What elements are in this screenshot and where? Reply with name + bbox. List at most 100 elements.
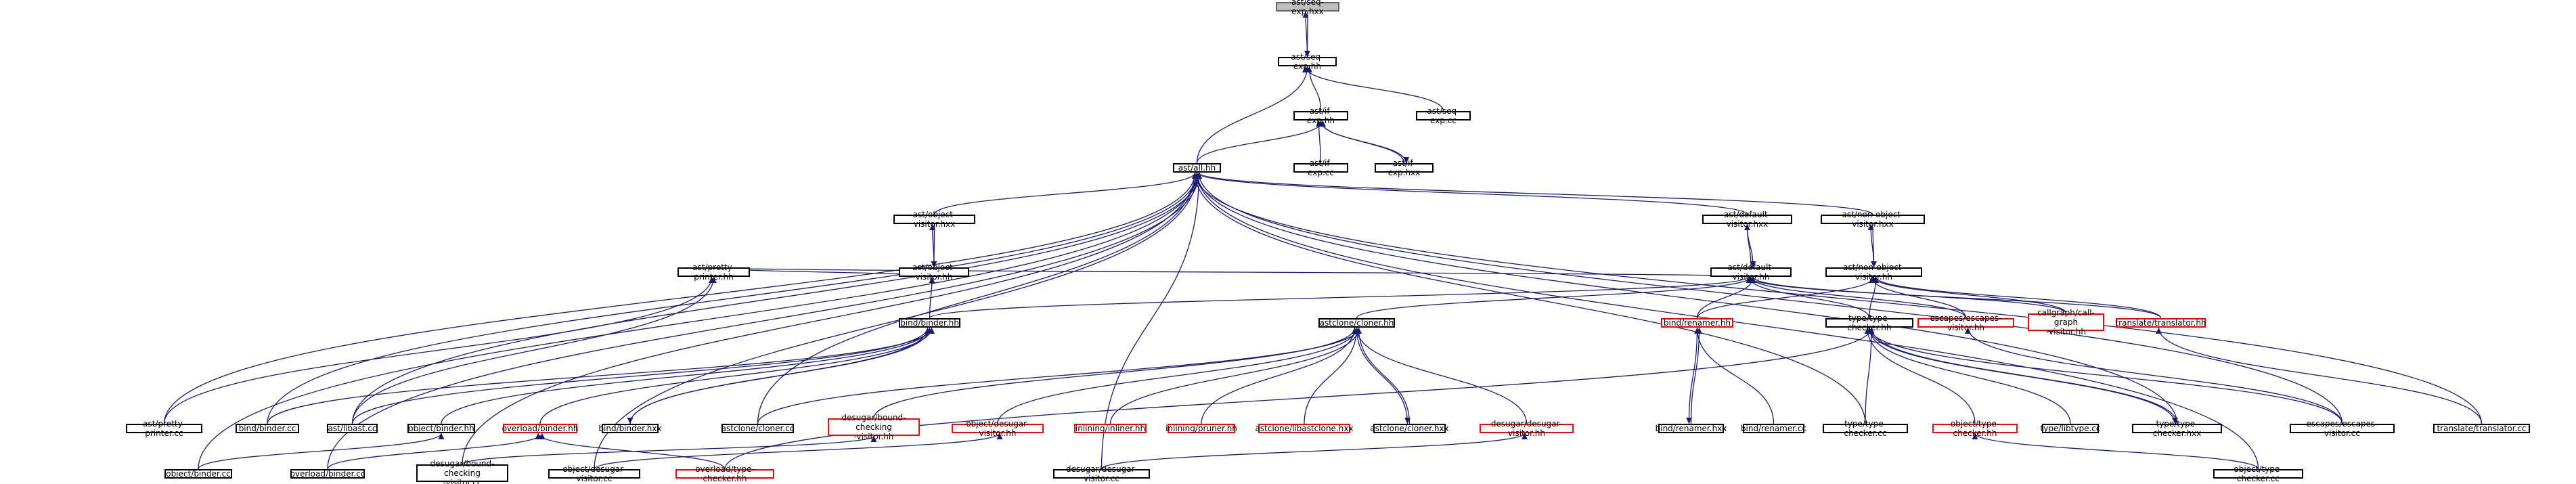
node-callgraph-call-graph-visitor-hh[interactable]: callgraph/call-graph -visitor.hh (2028, 308, 2104, 336)
edge-object_desugar_cc-to-all_hh (594, 172, 1201, 470)
node-type-type-checker-hxx[interactable]: type/type-checker.hxx (2132, 419, 2222, 438)
edge-overload_type_checker_hh-to-type_checker_hh (724, 327, 1875, 470)
edge-escapes_visitor_cc-to-all_hh (1196, 172, 2343, 424)
edge-pretty_printer_cc-to-all_hh (163, 172, 1198, 424)
node-ast-if-exp-hxx[interactable]: ast/if-exp.hxx (1375, 158, 1434, 177)
node-inlining-pruner-hh[interactable]: inlining/pruner.hh (1165, 424, 1237, 433)
node-bind-binder-hh[interactable]: bind/binder.hh (899, 318, 960, 328)
node-object-desugar-visitor-hh[interactable]: object/desugar-visitor.hh (952, 419, 1044, 438)
edge-libast_cc-to-binder_hh (351, 327, 931, 424)
edge-object_binder_cc-to-object_binder_hh (198, 433, 445, 470)
edge-object_binder_cc-to-all_hh (198, 172, 1200, 470)
node-ast-seq-exp-hxx[interactable]: ast/seq-exp.hxx (1276, 0, 1339, 16)
edge-binder_hh-to-binder_hxx (627, 327, 931, 424)
node-object-desugar-visitor-cc[interactable]: object/desugar-visitor.cc (548, 464, 640, 483)
edge-cloner_hh-to-cloner_hxx (1356, 327, 1411, 424)
node-bind-renamer-hh[interactable]: bind/renamer.hh (1661, 318, 1733, 328)
node-ast-object-visitor-hxx[interactable]: ast/object-visitor.hxx (893, 210, 975, 229)
node-ast-libast-cc[interactable]: ast/libast.cc (327, 424, 378, 433)
node-ast-default-visitor-hxx[interactable]: ast/default-visitor.hxx (1702, 210, 1792, 229)
node-ast-all-hh[interactable]: ast/all.hh (1173, 163, 1221, 173)
node-desugar-desugar-visitor-hh[interactable]: desugar/desugar-visitor.hh (1480, 419, 1574, 438)
edge-libast_cc-to-all_hh (351, 172, 1202, 424)
edge-object_binder_hh-to-binder_hh (441, 327, 933, 424)
edge-pretty_printer_cc-to-pretty_printer_hh (163, 276, 715, 424)
node-inlining-inliner-hh[interactable]: inlining/inliner.hh (1074, 424, 1147, 433)
edge-translator_cc-to-all_hh (1192, 172, 2483, 424)
edge-all_hh-to-seq_exp_hh (1196, 66, 1311, 164)
node-ast-non-object-visitor-hh[interactable]: ast/non-object-visitor.hh (1825, 263, 1922, 282)
node-object-binder-cc[interactable]: object/binder.cc (164, 469, 232, 479)
node-escapes-escapes-visitor-hh[interactable]: escapes/escapes-visitor.hh (1917, 313, 2014, 332)
node-ast-seq-exp-cc[interactable]: ast/seq-exp.cc (1416, 106, 1471, 125)
edge-inliner_hh-to-cloner_hh (1109, 327, 1362, 424)
edge-bound_checking_cc-to-bound_checking_hh (462, 435, 877, 465)
node-desugar-bound-checking-visitor-cc[interactable]: desugar/bound-checking -visitor.cc (416, 459, 508, 484)
edge-object_type_checker_cc-to-object_type_checker_hh (1972, 433, 2259, 470)
node-type-type-checker-cc[interactable]: type/type-checker.cc (1823, 419, 1908, 438)
node-type-type-checker-hh[interactable]: type/type-checker.hh (1825, 313, 1913, 332)
edge-type_checker_hh-to-default_visitor_hh (1746, 276, 1870, 319)
edge-default_visitor_hxx-to-all_hh (1194, 172, 1748, 215)
node-overload-binder-hh[interactable]: overload/binder.hh (502, 424, 579, 433)
node-ast-if-exp-cc[interactable]: ast/if-exp.cc (1293, 158, 1348, 177)
edge-type_checker_hxx-to-all_hh (1194, 172, 2178, 424)
edge-overload_binder_hh-to-binder_hh (539, 327, 935, 424)
node-ast-if-exp-hh[interactable]: ast/if-exp.hh (1293, 106, 1348, 125)
edge-object_desugar_hh-to-cloner_hh (997, 327, 1360, 424)
edge-desugar_visitor_cc-to-desugar_visitor_hh (1101, 433, 1528, 470)
node-bind-binder-hxx[interactable]: bind/binder.hxx (598, 424, 662, 433)
node-astclone-cloner-cc[interactable]: astclone/cloner.cc (721, 424, 795, 433)
edge-callgraph_hh-to-non_object_visitor_hh (1871, 276, 2067, 314)
node-object-type-checker-cc[interactable]: object/type-checker.cc (2213, 464, 2303, 483)
node-ast-default-visitor-hh[interactable]: ast/default-visitor.hh (1710, 263, 1792, 282)
edge-renamer_hh-to-default_visitor_hh (1696, 276, 1756, 319)
edge-translator_hh-to-default_visitor_hh (1746, 276, 2162, 319)
node-escapes-escapes-visitor-cc[interactable]: escapes/escapes-visitor.cc (2290, 419, 2395, 438)
node-astclone-libastclone-hxx[interactable]: astclone/libastclone.hxx (1255, 424, 1354, 433)
edge-object_visitor_hxx-to-all_hh (933, 172, 1198, 215)
edge-overload_binder_cc-to-overload_binder_hh (327, 433, 546, 470)
node-type-libtype-cc[interactable]: type/libtype.cc (2040, 424, 2101, 433)
node-astclone-cloner-hxx[interactable]: astclone/cloner.hxx (1370, 424, 1449, 433)
edge-renamer_hh-to-renamer_hxx (1685, 327, 1698, 424)
node-desugar-desugar-visitor-cc[interactable]: desugar/desugar-visitor.cc (1053, 464, 1150, 483)
node-overload-type-checker-hh[interactable]: overload/type-checker.hh (675, 464, 774, 483)
edge-object_visitor_hxx-to-object_visitor_hh (931, 223, 937, 268)
edge-if_exp_cc-to-if_exp_hh (1315, 120, 1323, 164)
node-ast-object-visitor-hh[interactable]: ast/object-visitor.hh (899, 263, 969, 282)
edge-type_checker_cc-to-all_hh (1191, 172, 1866, 424)
edge-libtype_cc-to-type_checker_hh (1866, 327, 2071, 424)
node-ast-seq-exp-hh[interactable]: ast/seq-exp.hh (1278, 52, 1337, 71)
node-ast-non-object-visitor-hxx[interactable]: ast/non-object-visitor.hxx (1821, 210, 1925, 229)
node-astclone-cloner-hh[interactable]: astclone/cloner.hh (1318, 318, 1395, 328)
edge-non_object_visitor_hxx-to-non_object_visitor_hh (1870, 223, 1878, 268)
edge-libast_cc-to-pretty_printer_hh (351, 276, 717, 424)
edge-if_exp_hh-to-seq_exp_hh (1306, 66, 1322, 112)
node-object-binder-hh[interactable]: object/binder.hh (407, 424, 475, 433)
node-ast-pretty-printer-hh[interactable]: ast/pretty-printer.hh (678, 263, 750, 282)
edge-cloner_hxx-to-cloner_hh (1355, 327, 1411, 424)
edge-cloner_cc-to-cloner_hh (757, 327, 1362, 424)
node-overload-binder-cc[interactable]: overload/binder.cc (290, 469, 365, 479)
edge-non_object_visitor_hxx-to-all_hh (1196, 172, 1873, 215)
node-translate-translator-hh[interactable]: translate/translator.hh (2115, 318, 2206, 328)
edge-overload_binder_cc-to-all_hh (327, 172, 1202, 470)
node-bind-binder-cc[interactable]: bind/binder.cc (236, 424, 299, 433)
edge-object_type_checker_hh-to-type_checker_hh (1864, 327, 1976, 424)
edge-translator_cc-to-translator_hh (2156, 327, 2483, 424)
node-bind-renamer-hxx[interactable]: bind/renamer.hxx (1655, 424, 1727, 433)
edge-escapes_visitor_hh-to-default_visitor_hh (1748, 276, 1967, 319)
node-translate-translator-cc[interactable]: translate/translator.cc (2433, 424, 2530, 433)
edge-escapes_visitor_cc-to-type_checker_hh (1866, 327, 2343, 424)
node-desugar-bound-checking-visitor-hh[interactable]: desugar/bound-checking -visitor.hh (828, 413, 920, 441)
edge-bound_checking_cc-to-all_hh (462, 172, 1199, 465)
node-bind-renamer-cc[interactable]: bind/renamer.cc (1740, 424, 1807, 433)
edge-pretty_printer_hh-to-default_visitor_hh (713, 267, 1755, 278)
edge-renamer_cc-to-renamer_hh (1693, 327, 1775, 424)
node-object-type-checker-hh[interactable]: object/type-checker.hh (1932, 419, 2018, 438)
edge-cloner_hh-to-default_visitor_hh (1356, 276, 1754, 319)
edge-type_checker_cc-to-type_checker_hh (1865, 327, 1875, 424)
node-ast-pretty-printer-cc[interactable]: ast/pretty-printer.cc (126, 419, 202, 438)
